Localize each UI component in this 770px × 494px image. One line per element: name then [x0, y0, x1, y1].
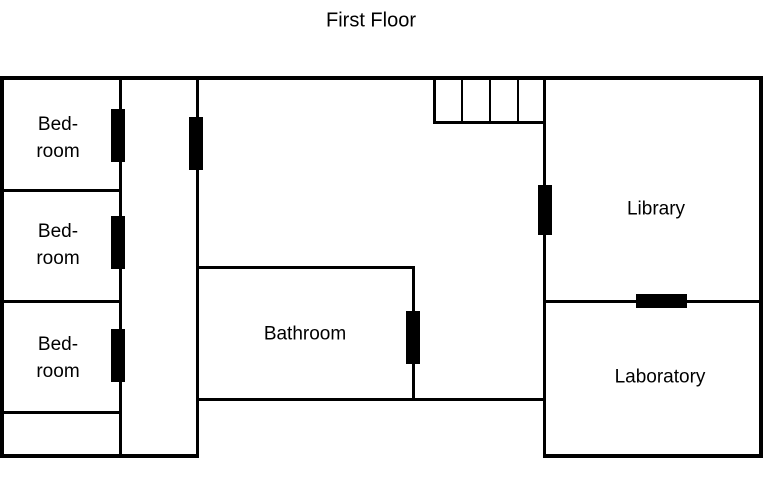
stair-tread-3 [517, 80, 519, 121]
bedroom-1-door [111, 109, 125, 162]
bedroom-2-label: Bed- room [36, 221, 80, 269]
stair-tread-1 [461, 80, 463, 121]
bedroom3-storage-divider [0, 411, 122, 414]
hallway-door [189, 117, 203, 170]
outer-top-wall [0, 76, 763, 80]
floor-plan-title: First Floor [326, 9, 416, 32]
staircase-west-wall [433, 76, 436, 124]
bedroom-2-door [111, 216, 125, 269]
outer-left-wall [0, 76, 4, 458]
staircase-south-wall [433, 121, 546, 124]
bedroom-3-label: Bed- room [36, 334, 80, 382]
laboratory-door [636, 294, 687, 308]
library-door [538, 185, 552, 235]
outer-bottom-east-wall [543, 454, 763, 458]
outer-bottom-west-wall [0, 454, 199, 458]
bedroom-3-door [111, 329, 125, 382]
bathroom-north-wall [196, 266, 415, 269]
laboratory-label: Laboratory [614, 366, 706, 388]
bedroom2-bedroom3-divider [0, 300, 122, 303]
bathroom-south-wall [196, 398, 546, 401]
library-west-wall [543, 76, 546, 458]
bedroom-1-label: Bed- room [36, 114, 80, 162]
bathroom-label: Bathroom [263, 323, 347, 345]
bathroom-door [406, 311, 420, 364]
bedroom1-bedroom2-divider [0, 189, 122, 192]
outer-right-wall [759, 76, 763, 458]
library-label: Library [626, 198, 686, 220]
stair-tread-2 [489, 80, 491, 121]
